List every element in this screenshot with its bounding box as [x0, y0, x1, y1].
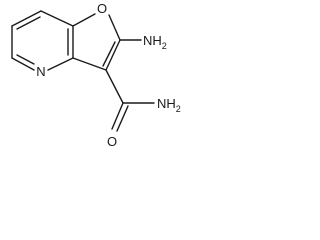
amine-nh-text: NH: [143, 33, 162, 48]
carbonyl-oxygen-label: O: [107, 134, 117, 149]
bond-c3-c3a: [72, 57, 107, 71]
bond-o1-c2: [108, 14, 121, 41]
amide-subscript-text: 2: [176, 104, 181, 114]
bond-c2-c3-inner: [102, 41, 116, 67]
amine-subscript-text: 2: [162, 41, 167, 51]
amine-label: NH2: [143, 33, 167, 51]
bond-n4-c3a: [47, 57, 74, 71]
bond-c7-c6-inner: [16, 16, 41, 30]
pyridine-nitrogen-label: N: [36, 64, 45, 79]
bond-c5-n4-inner: [16, 54, 35, 65]
bond-c7-c6: [11, 10, 42, 27]
molecule-diagram: O N NH2 O NH2: [11, 1, 181, 149]
amide-label: NH2: [157, 96, 181, 114]
bond-carbonyl-double-b: [116, 105, 129, 132]
bond-c3-carbonyl-carbon: [105, 69, 124, 104]
bond-c7a-o1: [72, 13, 96, 27]
bond-c5-n4: [11, 57, 35, 71]
structure-canvas: O N NH2 O NH2: [0, 0, 198, 153]
ring-oxygen-label: O: [97, 1, 107, 16]
bond-c2-c3: [105, 39, 121, 71]
bond-c7a-c7: [40, 10, 74, 27]
bond-carbonyl-double-a: [111, 102, 124, 130]
amide-nh-text: NH: [157, 96, 176, 111]
